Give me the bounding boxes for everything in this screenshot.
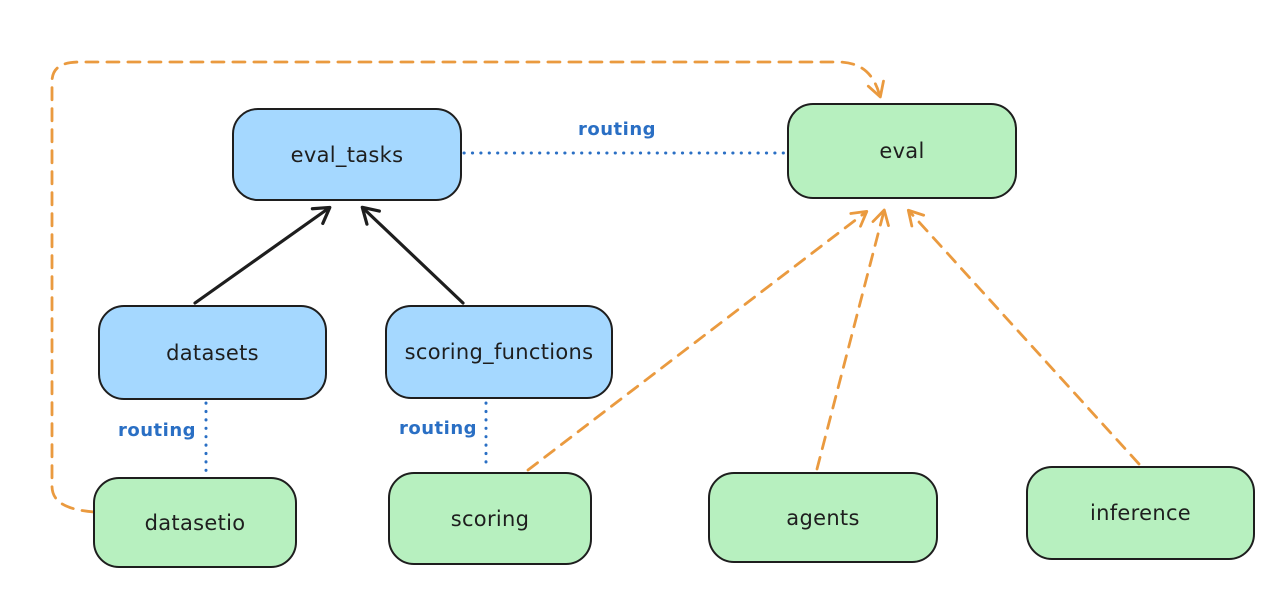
node-scoring: scoring	[388, 472, 592, 565]
edge-label-routing-scoring-functions-to-scoring: routing	[398, 418, 478, 439]
node-inference: inference	[1026, 466, 1255, 560]
node-scoring-functions-label: scoring_functions	[404, 340, 594, 364]
edge-datasets-to-eval-tasks	[193, 205, 332, 305]
node-datasetio: datasetio	[93, 477, 297, 568]
node-datasets-label: datasets	[166, 340, 259, 365]
edge-label-routing-datasets-to-datasetio: routing	[117, 420, 197, 441]
node-eval-tasks-label: eval_tasks	[290, 142, 404, 167]
node-eval: eval	[787, 103, 1017, 199]
node-agents-label: agents	[786, 505, 860, 530]
node-eval-tasks: eval_tasks	[232, 108, 462, 201]
edge-label-routing-eval-tasks-to-eval: routing	[577, 119, 657, 140]
edge-agents-to-eval	[815, 208, 890, 471]
node-datasetio-label: datasetio	[144, 510, 246, 535]
node-inference-label: inference	[1089, 501, 1192, 525]
node-eval-label: eval	[879, 139, 925, 163]
edge-scoring-functions-to-eval-tasks	[360, 205, 465, 305]
edge-scoring-to-eval	[526, 209, 869, 472]
edge-datasetio-to-eval	[50, 60, 885, 514]
node-scoring-functions: scoring_functions	[385, 305, 613, 399]
node-datasets: datasets	[98, 305, 327, 400]
edge-inference-to-eval	[906, 208, 1141, 466]
node-agents: agents	[708, 472, 938, 563]
node-scoring-label: scoring	[450, 506, 530, 531]
